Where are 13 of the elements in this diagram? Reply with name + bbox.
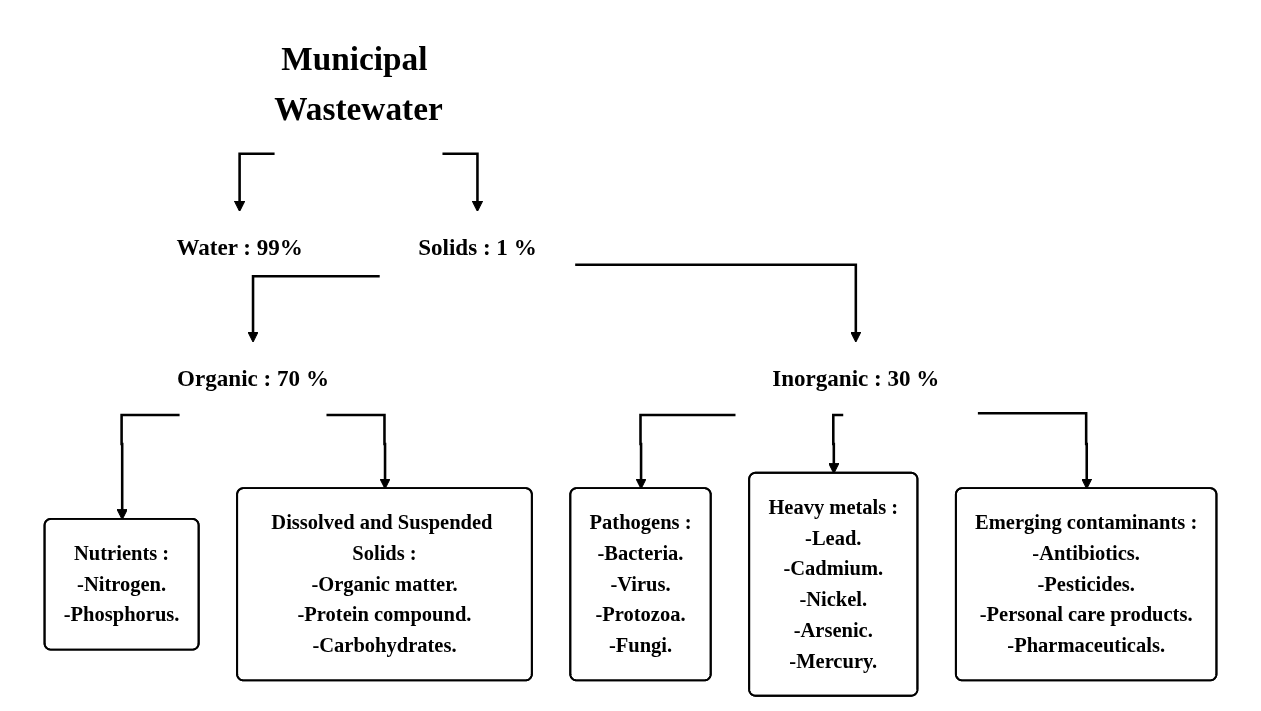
node-text: Organic : 70 % — [177, 365, 329, 391]
node-text: Inorganic : 30 % — [772, 365, 940, 391]
arrow — [233, 152, 275, 212]
node-text: Municipal Wastewater — [274, 40, 443, 129]
arrow — [828, 413, 844, 474]
node-text: Water : 99% — [176, 234, 303, 261]
arrow — [247, 275, 380, 343]
arrow — [326, 413, 391, 490]
arrow — [635, 413, 736, 490]
arrow — [442, 152, 484, 212]
node-text: Solids : 1 % — [418, 234, 537, 261]
arrow — [977, 411, 1093, 490]
arrow — [575, 263, 862, 343]
